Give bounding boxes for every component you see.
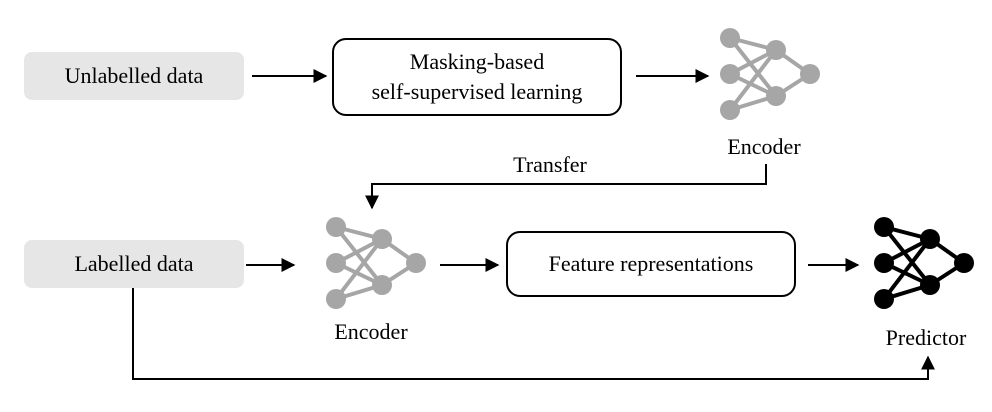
encoder-top-label: Encoder — [727, 134, 801, 159]
labelled-data-box: Labelled data — [24, 240, 244, 288]
network-edge — [334, 225, 384, 287]
network-node — [766, 86, 786, 106]
encoder-top-network-icon — [720, 28, 820, 120]
ssl-line-1: Masking-based — [409, 49, 545, 74]
predictor-label: Predictor — [885, 325, 967, 350]
labelled-data-text: Labelled data — [74, 251, 194, 276]
transfer-label: Transfer — [513, 152, 587, 177]
predictor-network-icon — [874, 217, 974, 309]
network-node — [720, 100, 740, 120]
network-node — [874, 253, 894, 273]
network-node — [874, 289, 894, 309]
network-edge — [334, 237, 384, 301]
network-node — [406, 253, 426, 273]
network-node — [800, 64, 820, 84]
ssl-box: Masking-based self-supervised learning — [332, 38, 622, 116]
network-node — [920, 275, 940, 295]
arrow-transfer — [365, 164, 767, 210]
network-node — [920, 229, 940, 249]
network-node — [326, 217, 346, 237]
ssl-line-2: self-supervised learning — [371, 79, 583, 104]
network-edge — [728, 48, 778, 112]
network-node — [326, 289, 346, 309]
network-node — [326, 253, 346, 273]
network-node — [874, 217, 894, 237]
encoder-bottom-network-icon — [326, 217, 426, 309]
network-node — [720, 28, 740, 48]
network-edge — [728, 36, 778, 98]
network-node — [766, 40, 786, 60]
network-node — [372, 275, 392, 295]
network-node — [372, 229, 392, 249]
network-edge — [882, 225, 932, 287]
encoder-bottom-label: Encoder — [334, 319, 408, 344]
network-node — [954, 253, 974, 273]
unlabelled-data-box: Unlabelled data — [24, 52, 244, 100]
network-edge — [882, 237, 932, 301]
feature-representations-box: Feature representations — [506, 231, 796, 297]
feature-representations-text: Feature representations — [548, 251, 754, 276]
network-node — [720, 64, 740, 84]
arrow-labelled-to-predictor — [132, 288, 935, 380]
unlabelled-data-text: Unlabelled data — [64, 63, 204, 88]
